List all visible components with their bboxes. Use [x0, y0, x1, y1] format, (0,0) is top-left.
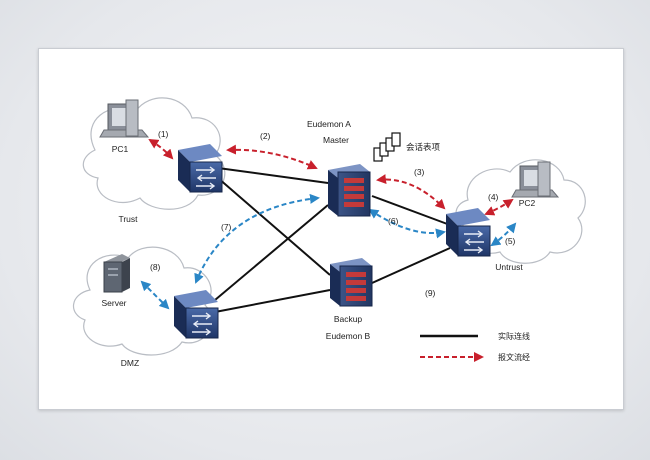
path-4	[484, 198, 514, 216]
session-table-label: 会话表项	[406, 142, 441, 152]
blue-packet-paths	[140, 193, 517, 310]
step-2-label: (2)	[260, 131, 271, 141]
pc1-computer-icon	[99, 99, 150, 138]
trust-zone-label: Trust	[118, 214, 138, 224]
step-1-label: (1)	[158, 129, 169, 139]
untrust-zone-label: Untrust	[495, 262, 523, 272]
pc1-label: PC1	[112, 144, 129, 154]
untrust-switch-icon	[446, 208, 491, 257]
step-7-label: (7)	[221, 222, 232, 232]
step-8-label: (8)	[150, 262, 161, 272]
path-8	[140, 280, 170, 310]
step-3-label: (3)	[414, 167, 425, 177]
eudemon-b-title-label: Eudemon B	[326, 331, 371, 341]
pc2-label: PC2	[519, 198, 536, 208]
eudemon-a-role-label: Master	[323, 135, 349, 145]
path-1	[148, 138, 174, 160]
pc2-computer-icon	[511, 161, 560, 198]
eudemon-a-firewall-icon	[328, 164, 371, 217]
server-label: Server	[101, 298, 126, 308]
legend-physical-link-label: 实际连线	[498, 331, 530, 341]
path-7	[194, 193, 320, 284]
dmz-zone-label: DMZ	[121, 358, 139, 368]
step-6-label: (6)	[388, 216, 399, 226]
step-5-label: (5)	[505, 236, 516, 246]
path-5	[490, 222, 517, 247]
server-icon	[103, 254, 130, 293]
dmz-switch-icon	[174, 290, 219, 339]
path-3	[376, 174, 446, 210]
eudemon-a-title-label: Eudemon A	[307, 119, 351, 129]
path-2	[226, 144, 318, 170]
eudemon-b-firewall-icon	[330, 258, 373, 307]
legend-packet-path-label: 报文流经	[498, 352, 530, 362]
eudemon-b-role-label: Backup	[334, 314, 363, 324]
step-4-label: (4)	[488, 192, 499, 202]
session-table-icon	[373, 132, 401, 162]
legend: 实际连线 报文流经	[420, 331, 530, 362]
red-packet-paths	[148, 138, 514, 216]
step-9-label: (9)	[425, 288, 436, 298]
trust-switch-icon	[178, 144, 223, 193]
path-6	[368, 208, 446, 239]
